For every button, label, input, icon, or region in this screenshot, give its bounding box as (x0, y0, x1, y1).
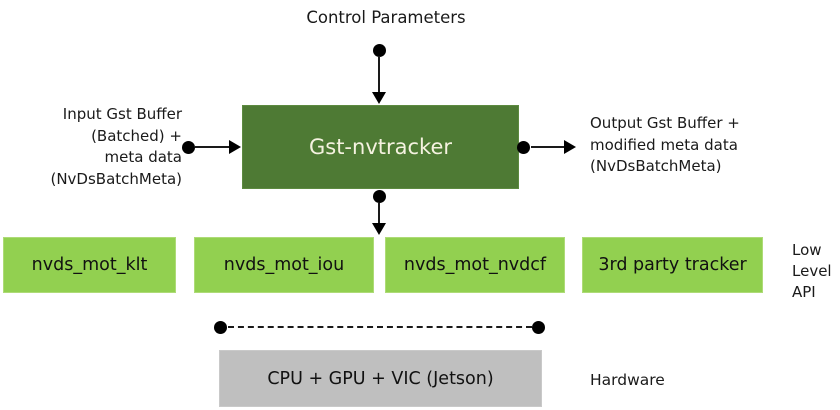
low-level-api-label-line: Level (792, 262, 832, 280)
input-buffer-label-line: Input Gst Buffer (62, 105, 182, 123)
hardware-box: CPU + GPU + VIC (Jetson) (219, 350, 542, 407)
output-connector-line (531, 146, 564, 148)
tracker-box-nvds-mot-klt: nvds_mot_klt (3, 237, 176, 293)
hardware-label: Hardware (590, 371, 665, 389)
gst-nvtracker-box: Gst-nvtracker (242, 105, 519, 189)
hardware-box-label: CPU + GPU + VIC (Jetson) (267, 368, 494, 389)
low-level-api-label-line: API (792, 283, 816, 301)
low-level-arrowhead-icon (372, 223, 386, 235)
input-arrowhead-icon (229, 140, 241, 154)
tracker-box-label: nvds_mot_klt (31, 255, 148, 275)
gst-nvtracker-box-label: Gst-nvtracker (308, 135, 452, 159)
tracker-box-label: nvds_mot_iou (223, 255, 345, 275)
output-buffer-label-line: Output Gst Buffer + (590, 114, 740, 132)
output-buffer-label-line: modified meta data (590, 135, 738, 154)
input-buffer-label-line: (Batched) + (91, 126, 182, 145)
low-level-api-label: Low Level API (792, 240, 840, 303)
output-buffer-label: Output Gst Buffer + modified meta data (… (590, 113, 760, 178)
hardware-span-left-dot (214, 321, 227, 334)
input-connector-line (195, 146, 230, 148)
tracker-box-nvds-mot-iou: nvds_mot_iou (194, 237, 374, 293)
input-connector-dot (182, 141, 195, 154)
tracker-box-nvds-mot-nvdcf: nvds_mot_nvdcf (385, 237, 565, 293)
input-buffer-label-line: (NvDsBatchMeta) (50, 169, 182, 188)
tracker-box-3rd-party: 3rd party tracker (582, 237, 763, 293)
tracker-box-label: 3rd party tracker (598, 255, 747, 275)
low-level-connector-dot (373, 190, 386, 203)
input-buffer-label-line: meta data (104, 148, 182, 166)
output-arrowhead-icon (564, 140, 576, 154)
input-buffer-label: Input Gst Buffer (Batched) + meta data (… (20, 104, 182, 190)
hardware-span-dashed-line (228, 326, 532, 328)
output-connector-dot (517, 141, 530, 154)
control-parameters-label: Control Parameters (306, 8, 466, 27)
hardware-span-right-dot (532, 321, 545, 334)
control-params-connector-dot (373, 44, 386, 57)
control-params-connector-line (378, 56, 380, 93)
output-buffer-label-line: (NvDsBatchMeta) (590, 157, 722, 175)
tracker-box-label: nvds_mot_nvdcf (403, 255, 547, 275)
low-level-connector-line (378, 203, 380, 224)
low-level-api-label-line: Low (792, 241, 822, 259)
control-params-arrowhead-icon (372, 92, 386, 104)
